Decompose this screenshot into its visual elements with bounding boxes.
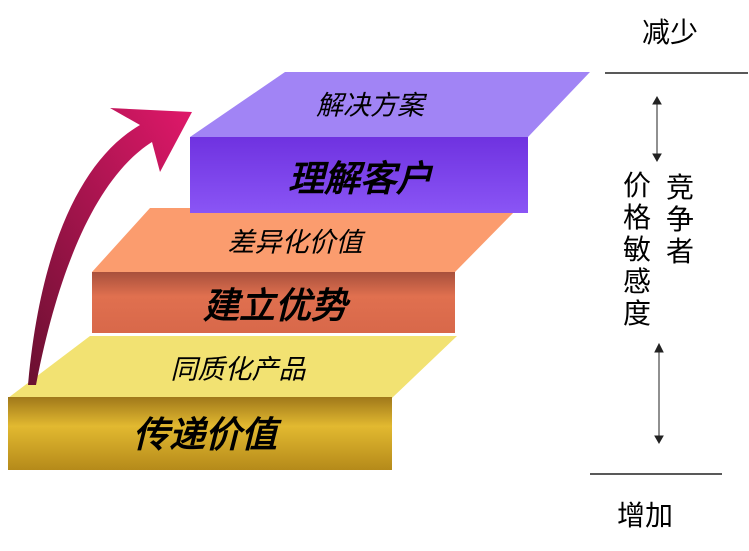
- step-2-front-label: 建立优势: [202, 286, 348, 327]
- step-1-top: [190, 72, 590, 137]
- step-1-top-label: 解决方案: [316, 90, 424, 122]
- step-1-front: [190, 137, 528, 213]
- step-2-top: [92, 208, 518, 272]
- step-3-front: [8, 397, 392, 470]
- price-sensitivity-label: 价格敏感度: [622, 169, 651, 330]
- increase-label: 增加: [616, 499, 674, 532]
- growth-arrow: [28, 108, 192, 385]
- step-2-top-label: 差异化价值: [227, 227, 363, 259]
- step-3-top: [8, 336, 457, 398]
- competitors-label: 竞争者: [665, 171, 694, 268]
- step-3-front-label: 传递价值: [132, 415, 278, 456]
- step-1-front-label: 理解客户: [287, 159, 433, 200]
- decrease-label: 减少: [641, 16, 699, 49]
- step-3-top-label: 同质化产品: [170, 354, 306, 386]
- double-arrow-icon: [652, 95, 664, 445]
- step-2-front: [92, 272, 455, 333]
